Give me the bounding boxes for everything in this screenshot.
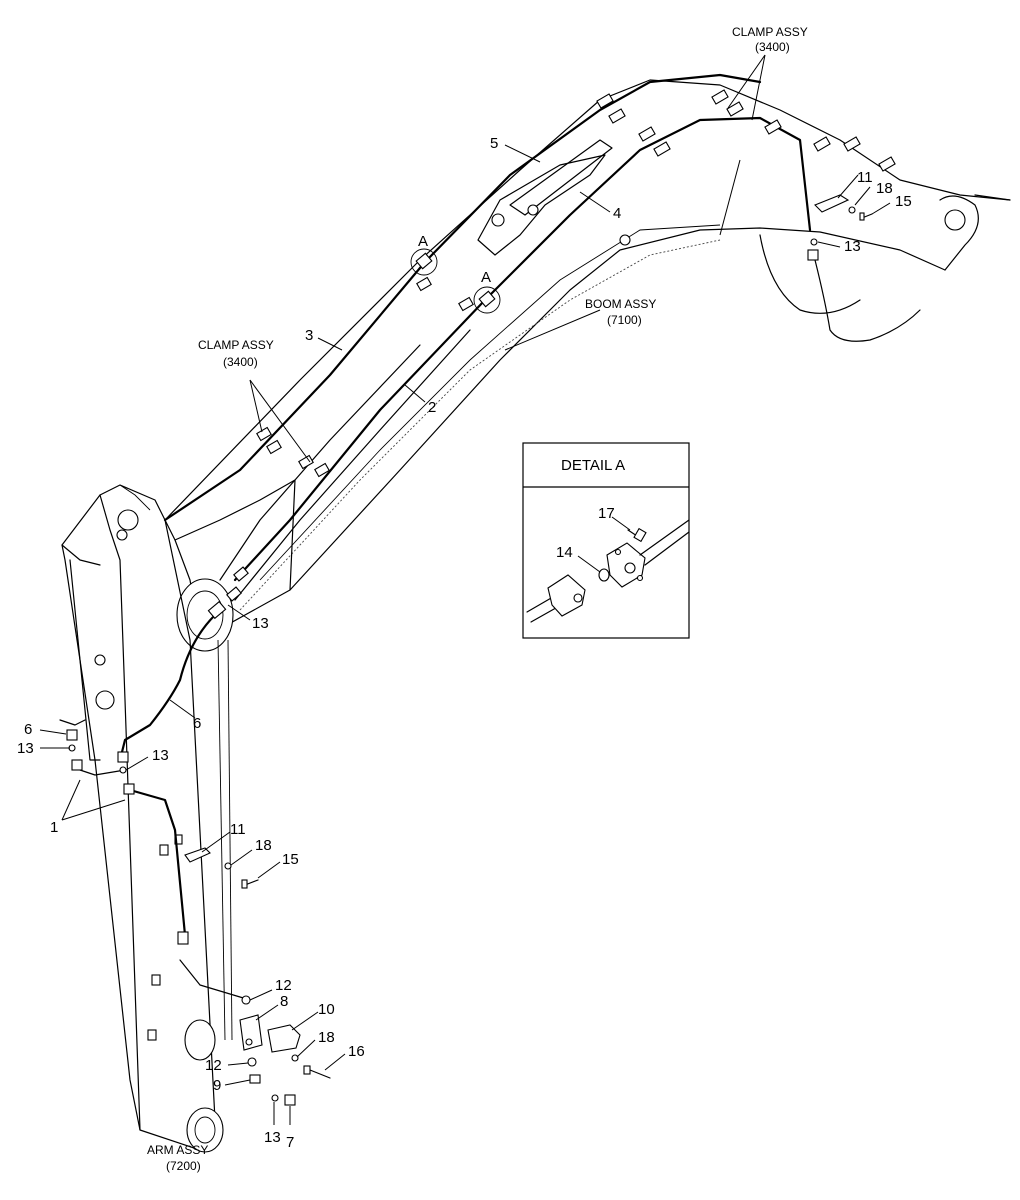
pipe-4 (233, 116, 812, 582)
detail-marker-a-2: A (481, 269, 491, 286)
label-13-arm: 13 (152, 747, 169, 764)
label-6-left: 6 (24, 721, 32, 738)
label-8: 8 (280, 993, 288, 1010)
label-16: 16 (348, 1043, 365, 1060)
label-4: 4 (613, 205, 621, 222)
label-15-arm: 15 (282, 851, 299, 868)
arm-body (59, 484, 233, 1153)
label-6-hose: 6 (193, 715, 201, 732)
boom-assy-label: BOOM ASSY (585, 297, 656, 311)
pipe-5 (163, 73, 762, 522)
label-18-top: 18 (876, 180, 893, 197)
label-18-lower: 18 (318, 1029, 335, 1046)
boom-tip-hoses (759, 234, 921, 342)
label-13-mid: 13 (252, 615, 269, 632)
label-7: 7 (286, 1134, 294, 1151)
label-13-left: 13 (17, 740, 34, 757)
clamp-assy-left-label: CLAMP ASSY (198, 338, 274, 352)
label-1: 1 (50, 819, 58, 836)
arm-assy-label: ARM ASSY (147, 1143, 208, 1157)
label-3: 3 (305, 327, 313, 344)
boom-assy-code: (7100) (607, 313, 642, 327)
bracket-11-top (814, 194, 873, 221)
clamp-assy-top-code: (3400) (755, 40, 790, 54)
arm-assy-code: (7200) (166, 1159, 201, 1173)
label-17: 17 (598, 505, 615, 522)
label-11-top: 11 (857, 169, 873, 186)
detail-a-marker-1 (410, 248, 438, 276)
label-12-lower: 12 (205, 1057, 222, 1074)
pipe-2 (234, 329, 471, 601)
bracket-11-arm (184, 847, 259, 889)
clamps (226, 89, 896, 602)
fittings-upper (66, 238, 819, 945)
label-2: 2 (428, 399, 436, 416)
clamp-assy-left-code: (3400) (223, 355, 258, 369)
label-5: 5 (490, 135, 498, 152)
label-13-top: 13 (844, 238, 861, 255)
label-10: 10 (318, 1001, 335, 1018)
label-12-top: 12 (275, 977, 292, 994)
hose-6 (118, 613, 217, 762)
detail-a-title: DETAIL A (561, 457, 625, 474)
label-18-arm: 18 (255, 837, 272, 854)
label-13-lower: 13 (264, 1129, 281, 1146)
detail-a-box: DETAIL A 17 14 (522, 442, 690, 639)
clamp-assy-top-label: CLAMP ASSY (732, 25, 808, 39)
fittings-lower (241, 995, 331, 1106)
hose-arm (79, 759, 251, 1001)
label-11-arm: 11 (230, 821, 246, 838)
label-9: 9 (213, 1077, 221, 1094)
bracket-10 (267, 1024, 301, 1053)
block-8 (239, 1014, 263, 1051)
pipe-3 (219, 344, 421, 581)
label-15-top: 15 (895, 193, 912, 210)
label-14: 14 (556, 544, 573, 561)
detail-a-marker-2 (473, 286, 501, 314)
leader-lines (39, 54, 891, 1125)
detail-marker-a-1: A (418, 233, 428, 250)
